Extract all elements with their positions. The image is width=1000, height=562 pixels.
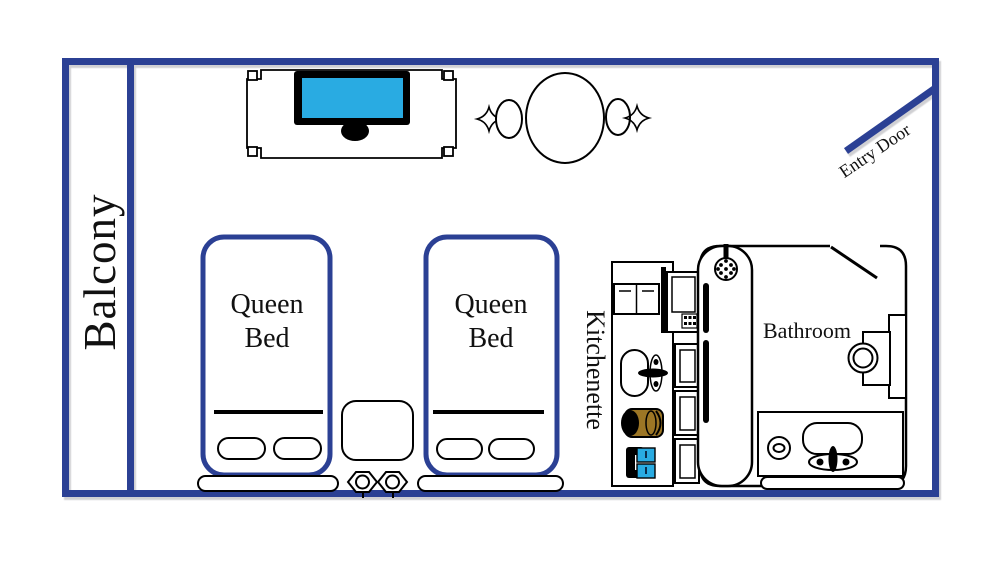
wall-lamp-icon — [376, 471, 409, 498]
shower-wall — [703, 283, 709, 333]
queen-bed-2 — [417, 234, 564, 492]
console-leg — [247, 70, 258, 81]
headboard-icon — [197, 475, 339, 492]
outer-wall — [62, 58, 939, 497]
faucet-icon — [808, 446, 858, 472]
queen-bed-2-label: Queen Bed — [454, 288, 528, 354]
cabinet-icon — [674, 343, 700, 484]
bathroom-area — [696, 244, 908, 490]
console-leg — [247, 146, 258, 157]
microwave-icon — [666, 271, 699, 333]
pillow-icon — [436, 438, 483, 460]
room-walls — [62, 58, 939, 497]
kettle-icon — [621, 408, 664, 438]
queen-bed-1-label: Queen Bed — [230, 288, 304, 354]
tv-stand — [341, 121, 369, 141]
toilet-icon — [847, 314, 907, 399]
tv-screen — [302, 78, 403, 118]
kitchenette-area — [611, 261, 700, 487]
queen-bed-1 — [197, 234, 339, 492]
pillow-icon — [273, 437, 322, 460]
shower-stall-icon — [696, 244, 754, 488]
coffee-machine-icon — [626, 447, 656, 479]
headboard-icon — [417, 475, 564, 492]
bathroom-label: Bathroom — [763, 318, 851, 343]
shower-head-icon — [714, 257, 738, 281]
dining-set — [473, 72, 653, 164]
console-leg — [443, 146, 454, 157]
sparkle-icon — [621, 102, 653, 134]
entry-door-icon — [843, 86, 937, 154]
chair-icon — [495, 99, 523, 139]
pillow-icon — [217, 437, 266, 460]
door-swing-icon — [830, 245, 878, 280]
vanity-sink-icon — [757, 411, 905, 490]
nightstand-icon — [341, 400, 414, 461]
faucet-icon — [638, 354, 668, 392]
dining-table-icon — [525, 72, 605, 164]
vanity-edge — [760, 476, 905, 490]
kitchenette-label: Kitchenette — [581, 310, 610, 430]
tv-icon — [294, 71, 410, 141]
cabinet-icon — [613, 283, 660, 315]
balcony-label: Balcony — [75, 193, 125, 351]
wall-lamp-icon — [346, 471, 379, 498]
chair-icon — [605, 98, 631, 136]
console-leg — [443, 70, 454, 81]
pillow-icon — [488, 438, 535, 460]
divider-wall — [661, 267, 666, 333]
shower-wall — [703, 340, 709, 423]
